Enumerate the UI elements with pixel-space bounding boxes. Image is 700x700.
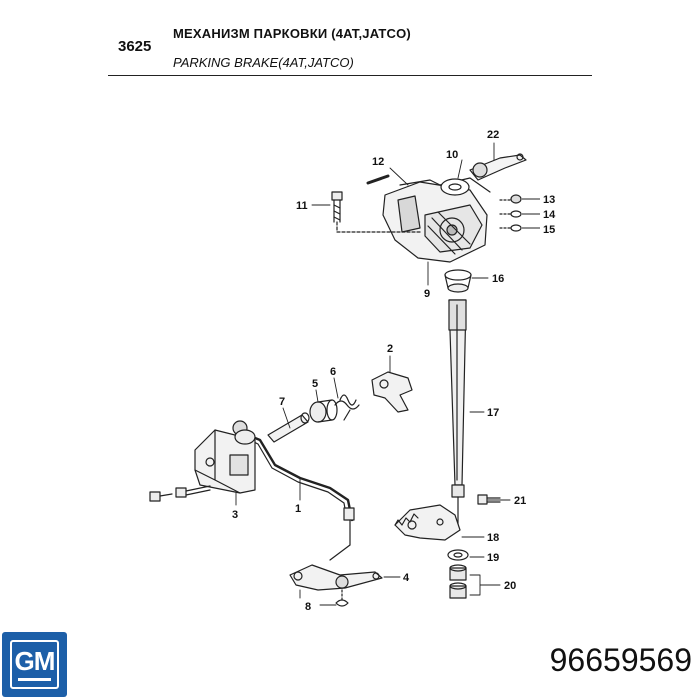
callout-4: 4 [403,572,410,584]
callout-13: 13 [543,194,555,206]
part-16-bushing [444,269,472,293]
callout-15: 15 [543,224,555,236]
callout-8: 8 [305,601,311,613]
fastener-leaders [522,198,540,229]
gm-logo-frame [10,640,59,689]
part-7-sleeve [267,412,310,443]
callout-17: 17 [487,407,499,419]
part-12-pin [366,174,390,185]
callout-22: 22 [487,129,499,141]
callout-20: 20 [504,580,516,592]
callout-2: 2 [387,343,393,355]
callout-labels: 1 2 3 4 5 6 7 8 9 10 11 12 13 14 15 16 1… [232,129,556,613]
part-2-cam [371,371,413,413]
part-15-clip [510,224,522,232]
callout-21: 21 [514,495,526,507]
gm-logo: GM [2,632,67,697]
part-18-sector [394,504,461,541]
callout-18: 18 [487,532,499,544]
header-divider [108,75,592,76]
part-4-lever [289,564,383,591]
part-20-nuts [449,564,467,599]
part-number: 96659569 [549,642,692,678]
part-9-housing [382,181,488,263]
callout-5: 5 [312,378,318,390]
title-english: PARKING BRAKE(4AT,JATCO) [173,55,354,70]
part-22-lever [469,153,527,181]
part-11-bolt [331,191,421,233]
part-19-washer [447,549,469,561]
callout-10: 10 [446,149,458,161]
part-3-bracket [194,420,256,494]
callout-11: 11 [296,200,308,212]
callout-19: 19 [487,552,499,564]
callout-3: 3 [232,509,238,521]
part-14-washer [510,210,522,218]
section-code: 3625 [118,38,152,55]
part-21-bolt [477,494,501,505]
part-13-nut [510,194,522,204]
gm-logo-underline [18,678,51,681]
gm-logo-letters: GM [14,646,56,676]
callout-12: 12 [372,156,384,168]
leader-lines [235,142,511,606]
bracket-bolts [149,485,211,502]
callout-1: 1 [295,503,301,515]
callout-14: 14 [543,209,556,221]
callout-7: 7 [279,396,285,408]
callout-9: 9 [424,288,430,300]
part-8-clip [335,589,349,607]
part-17-shaft [448,299,467,531]
callout-6: 6 [330,366,336,378]
title-russian: МЕХАНИЗМ ПАРКОВКИ (4AT,JATCO) [173,26,411,41]
callout-16: 16 [492,273,504,285]
part-6-spring [334,394,360,421]
part-10-disc [440,178,470,196]
part-5-collar [309,399,338,423]
